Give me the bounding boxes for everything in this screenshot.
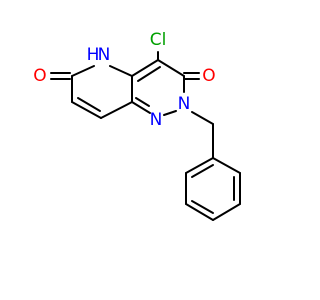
structure-diagram: O H N Cl O N N <box>33 30 241 221</box>
bond-lines <box>50 51 241 221</box>
chlorine-atom: Cl <box>150 30 167 50</box>
bond-ar-6 <box>185 157 214 174</box>
oxygen-atom-left: O <box>33 66 46 86</box>
oxygen-atom-right: O <box>202 66 215 86</box>
bond-ar-3 <box>212 203 241 221</box>
nitrogen-atom-ring: N <box>178 94 191 114</box>
bond-c6-n5 <box>71 65 95 77</box>
bond-c4-c3 <box>157 59 185 77</box>
bond-n1-c8a-double <box>135 97 150 107</box>
bond-n2-n1 <box>163 110 177 116</box>
bond-n5-c4a <box>109 65 133 77</box>
bond-ar-4-double <box>191 200 214 214</box>
bond-c4a-c4-double <box>137 66 161 82</box>
bond-c4a-c4 <box>131 59 159 77</box>
bond-n1-c8a <box>131 101 151 114</box>
nitrogen-atom-nh: N <box>98 45 111 65</box>
bond-c7-c8-double <box>77 97 101 112</box>
bond-ar-4 <box>185 203 214 221</box>
hydrogen-atom: H <box>87 45 100 65</box>
nitrogen-atom-bridge: N <box>150 110 163 130</box>
bond-ar-6-double <box>191 164 214 178</box>
bond-n2-ch2 <box>191 111 214 125</box>
bond-c7-c8 <box>71 101 102 119</box>
bond-ar-1 <box>212 157 241 174</box>
molecule-canvas: O H N Cl O N N <box>33 30 241 221</box>
bond-c8-c8a <box>100 101 133 119</box>
